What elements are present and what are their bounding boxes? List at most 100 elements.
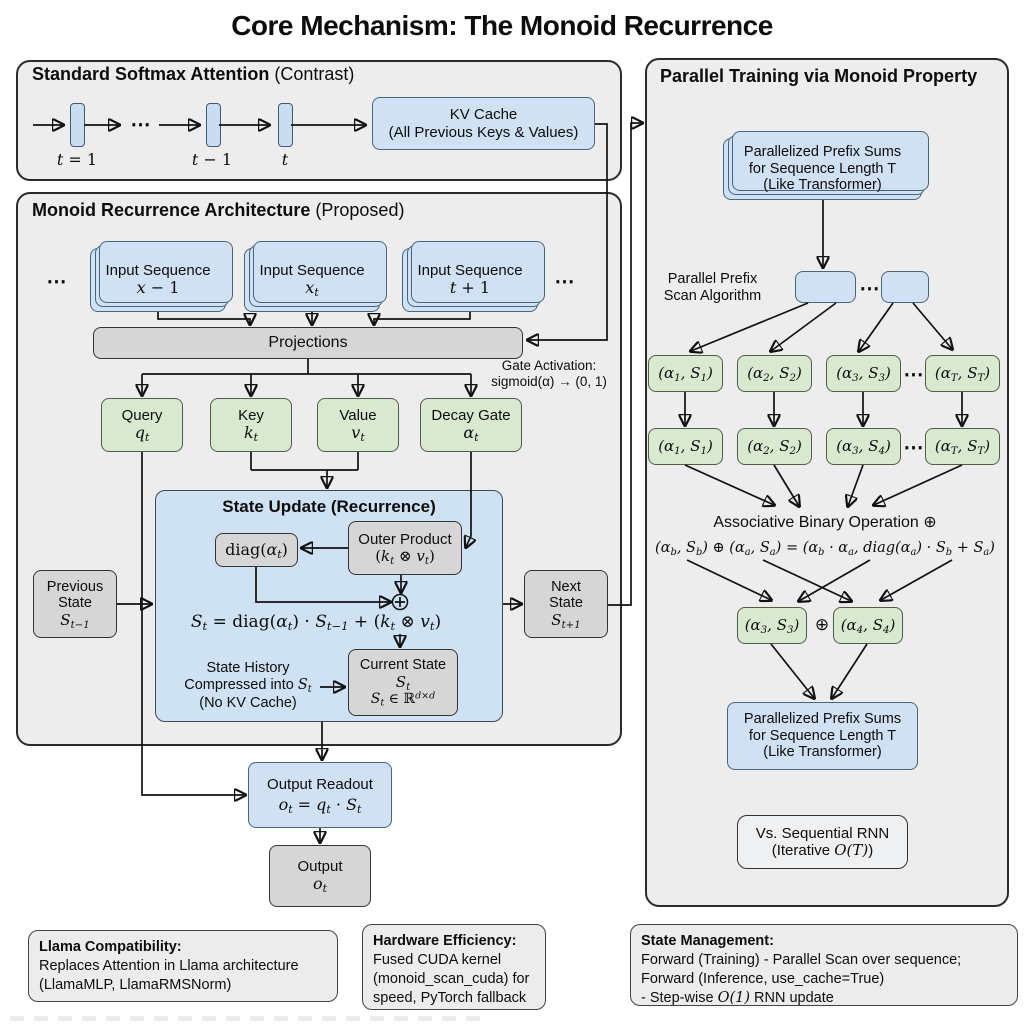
- decay-gate-sub: αt: [463, 423, 479, 445]
- projections-label: Projections: [268, 333, 348, 351]
- state-update-equation: St = diag(αt) · St−1 + (kt ⊗ vt): [190, 612, 442, 634]
- kv-cache-box: KV Cache (All Previous Keys & Values): [372, 97, 595, 150]
- value-label: Value: [339, 407, 377, 425]
- state-mgmt-line3: - Step-wise O(1) RNN update: [641, 989, 834, 1006]
- input-seq-3-sub: t + 1: [449, 278, 491, 298]
- tuple-row1-box-2: (α2, S2): [737, 355, 812, 392]
- scan-node-box-1: [795, 271, 856, 303]
- outer-product-line2: (kt ⊗ vt): [375, 547, 435, 567]
- token-label-tm1: t − 1: [191, 150, 233, 169]
- input-seq-1-label: Input Sequence: [105, 262, 211, 280]
- associative-operation-equation: (αb, Sb) ⊕ (αa, Sa) = (αb · αa, diag(αa)…: [655, 540, 995, 558]
- bottom-edge-artifact: [10, 1016, 490, 1021]
- associative-operation-label: Associative Binary Operation ⊕: [713, 514, 937, 531]
- outer-product-line1: Outer Product: [358, 530, 452, 548]
- state-update-heading: State Update (Recurrence): [222, 497, 436, 516]
- output-box: Output ot: [269, 845, 371, 907]
- prefix-sums-bottom-box: Parallelized Prefix Sums for Sequence Le…: [727, 702, 918, 770]
- tuple-row2-box-4: (αT, ST): [925, 428, 1000, 465]
- state-history-line1: State History: [206, 660, 290, 676]
- previous-state-sub: St−1: [60, 611, 90, 631]
- scan-label-line2: Scan Algorithm: [663, 288, 762, 305]
- kv-cache-line2: (All Previous Keys & Values): [388, 123, 579, 141]
- pair-right-box: (α4, S4): [833, 607, 903, 644]
- token-bar-1: [70, 103, 85, 147]
- current-state-line2: St: [395, 673, 411, 693]
- vs-rnn-line1: Vs. Sequential RNN: [755, 824, 890, 842]
- state-mgmt-line1: Forward (Training) - Parallel Scan over …: [641, 951, 962, 968]
- tuple-r2-3: (α3, S4): [836, 436, 891, 457]
- output-readout-equation: ot = qt · St: [278, 794, 362, 816]
- state-mgmt-heading: State Management:: [641, 933, 774, 949]
- prefix-top-line3: (Like Transformer): [763, 177, 882, 194]
- parallel-heading-text: Parallel Training via Monoid Property: [660, 66, 978, 86]
- vs-sequential-rnn-box: Vs. Sequential RNN (Iterative O(T)): [737, 815, 908, 869]
- scan-label-line1: Parallel Prefix: [667, 271, 758, 287]
- tuple-r2-2: (α2, S2): [747, 436, 802, 457]
- state-history-line3: (No KV Cache): [199, 694, 297, 711]
- diag-alpha-box: diag(αt): [215, 533, 298, 567]
- output-readout-line1: Output Readout: [267, 775, 373, 793]
- projections-bar: Projections: [93, 327, 523, 359]
- key-box: Key kt: [210, 398, 292, 452]
- tuple-r2-1: (α1, S1): [658, 436, 713, 457]
- parallel-panel-heading: Parallel Training via Monoid Property: [660, 66, 977, 87]
- hardware-note-line2: (monoid_scan_cuda) for: [373, 970, 530, 987]
- pair-right-label: (α4, S4): [840, 615, 896, 636]
- pair-left-box: (α3, S3): [737, 607, 807, 644]
- input-seq-2-sub: xt: [305, 278, 319, 300]
- softmax-panel-heading: Standard Softmax Attention (Contrast): [32, 64, 354, 85]
- hardware-note-heading: Hardware Efficiency:: [373, 933, 517, 949]
- token-label-t: t: [281, 150, 289, 169]
- previous-state-line2: State: [58, 595, 92, 612]
- state-history-line2: Compressed into St: [184, 677, 312, 696]
- decay-gate-box: Decay Gate αt: [420, 398, 522, 452]
- current-state-box: Current State St St ∈ ℝd×d: [348, 649, 458, 716]
- softmax-heading-bold: Standard Softmax Attention: [32, 64, 270, 84]
- tuple-row1-ellipsis: ⋯: [903, 364, 925, 386]
- scan-node-box-2: [881, 271, 929, 303]
- hardware-note-line1: Fused CUDA kernel: [373, 951, 502, 968]
- current-state-line3: St ∈ ℝd×d: [370, 691, 436, 710]
- input-ellipsis-left: ⋯: [46, 271, 68, 293]
- prefix-sums-top-box: Parallelized Prefix Sums for Sequence Le…: [723, 138, 922, 200]
- output-sub: ot: [312, 874, 327, 896]
- tuple-r2-4: (αT, ST): [934, 436, 991, 457]
- tuple-r1-3: (α3, S3): [836, 363, 891, 384]
- output-readout-box: Output Readout ot = qt · St: [248, 762, 392, 828]
- gate-activation-line2: sigmoid(α) → (0, 1): [491, 374, 607, 390]
- llama-note-heading: Llama Compatibility:: [39, 939, 182, 955]
- token-bar-3: [278, 103, 293, 147]
- previous-state-box: Previous State St−1: [33, 570, 117, 638]
- value-sub: vt: [351, 423, 365, 445]
- prefix-top-line1: Parallelized Prefix Sums: [743, 143, 902, 160]
- prefix-top-line2: for Sequence Length T: [748, 160, 897, 177]
- tuple-row2-box-3: (α3, S4): [826, 428, 901, 465]
- kv-cache-line1: KV Cache: [449, 106, 518, 124]
- tuple-row2-ellipsis: ⋯: [903, 437, 925, 459]
- diag-alpha-label: diag(αt): [225, 539, 288, 561]
- tuple-row1-box-1: (α1, S1): [648, 355, 723, 392]
- query-sub: qt: [134, 423, 150, 445]
- scan-node-ellipsis: ⋯: [859, 278, 881, 300]
- input-seq-1-sub: x − 1: [136, 278, 180, 298]
- hardware-note-line3: speed, PyTorch fallback: [373, 989, 527, 1006]
- tuple-r1-1: (α1, S1): [658, 363, 713, 384]
- llama-compatibility-note: Llama Compatibility: Replaces Attention …: [28, 930, 338, 1002]
- vs-rnn-line2: (Iterative O(T)): [771, 841, 874, 859]
- output-label: Output: [297, 858, 343, 876]
- llama-note-line1: Replaces Attention in Llama architecture: [39, 957, 299, 974]
- state-history-note: State History Compressed into St (No KV …: [163, 660, 333, 712]
- state-management-note: State Management: Forward (Training) - P…: [630, 924, 1018, 1006]
- tuple-row2-box-2: (α2, S2): [737, 428, 812, 465]
- pair-left-label: (α3, S3): [744, 615, 800, 636]
- outer-product-box: Outer Product (kt ⊗ vt): [348, 521, 462, 575]
- next-state-box: Next State St+1: [524, 570, 608, 638]
- page-title: Core Mechanism: The Monoid Recurrence: [231, 10, 773, 41]
- query-box: Query qt: [101, 398, 183, 452]
- input-seq-3-label: Input Sequence: [417, 262, 523, 280]
- input-sequence-box-2: Input Sequence xt: [244, 248, 380, 312]
- input-sequence-box-3: Input Sequence t + 1: [402, 248, 538, 312]
- timeline-ellipsis: ⋯: [130, 114, 152, 136]
- decay-gate-label: Decay Gate: [431, 407, 511, 425]
